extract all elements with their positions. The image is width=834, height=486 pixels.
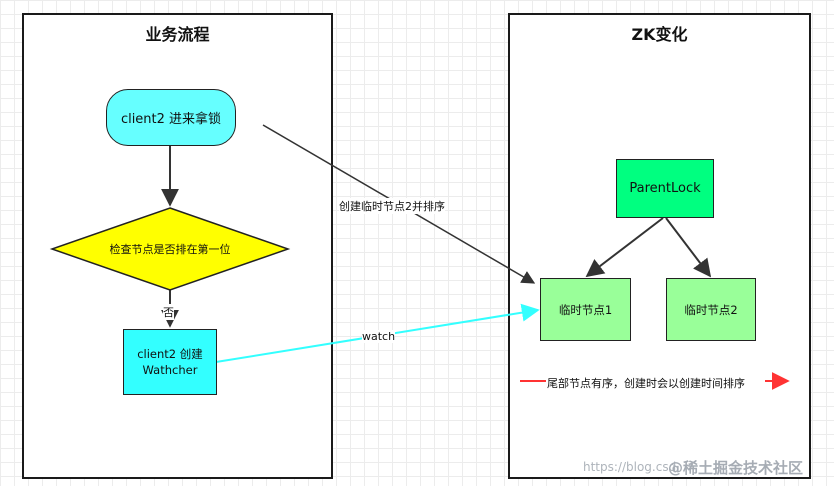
arrow-parent-to-node1 — [585, 217, 664, 278]
check-node-decision: 检查节点是否排在第一位 — [60, 238, 280, 260]
create-watcher-node: client2 创建 Wathcher — [123, 329, 217, 395]
parent-lock-node: ParentLock — [616, 159, 714, 218]
client-enter-node: client2 进来拿锁 — [106, 89, 236, 146]
edge-label-no: 否 — [163, 304, 174, 320]
temp-node-2: 临时节点2 — [666, 278, 756, 341]
client-enter-label: client2 进来拿锁 — [120, 112, 222, 127]
zk-change-panel: ZK变化 — [508, 13, 811, 479]
watermark-url: https://blog.csd — [583, 460, 677, 474]
decision-diamond-shape — [49, 207, 291, 291]
watermark-brand: @稀土掘金技术社区 — [668, 459, 804, 477]
temp-node-1-label: 临时节点1 — [558, 302, 613, 317]
temp-node-2-label: 临时节点2 — [684, 302, 738, 317]
create-watcher-label-line1: client2 创建 — [137, 347, 203, 361]
edge-label-create-sort: 创建临时节点2并排序 — [339, 198, 445, 214]
check-node-label: 检查节点是否排在第一位 — [109, 243, 231, 256]
temp-node-1: 临时节点1 — [540, 278, 631, 341]
edge-label-watch: watch — [362, 330, 396, 343]
create-watcher-label-line2: Wathcher — [142, 363, 198, 377]
arrow-parent-to-node2 — [665, 217, 712, 278]
business-flow-title: 业务流程 — [145, 25, 210, 44]
zk-change-title: ZK变化 — [631, 25, 688, 44]
legend-text: 尾部节点有序，创建时会以创建时间排序 — [547, 377, 745, 390]
parent-lock-label: ParentLock — [629, 181, 701, 196]
